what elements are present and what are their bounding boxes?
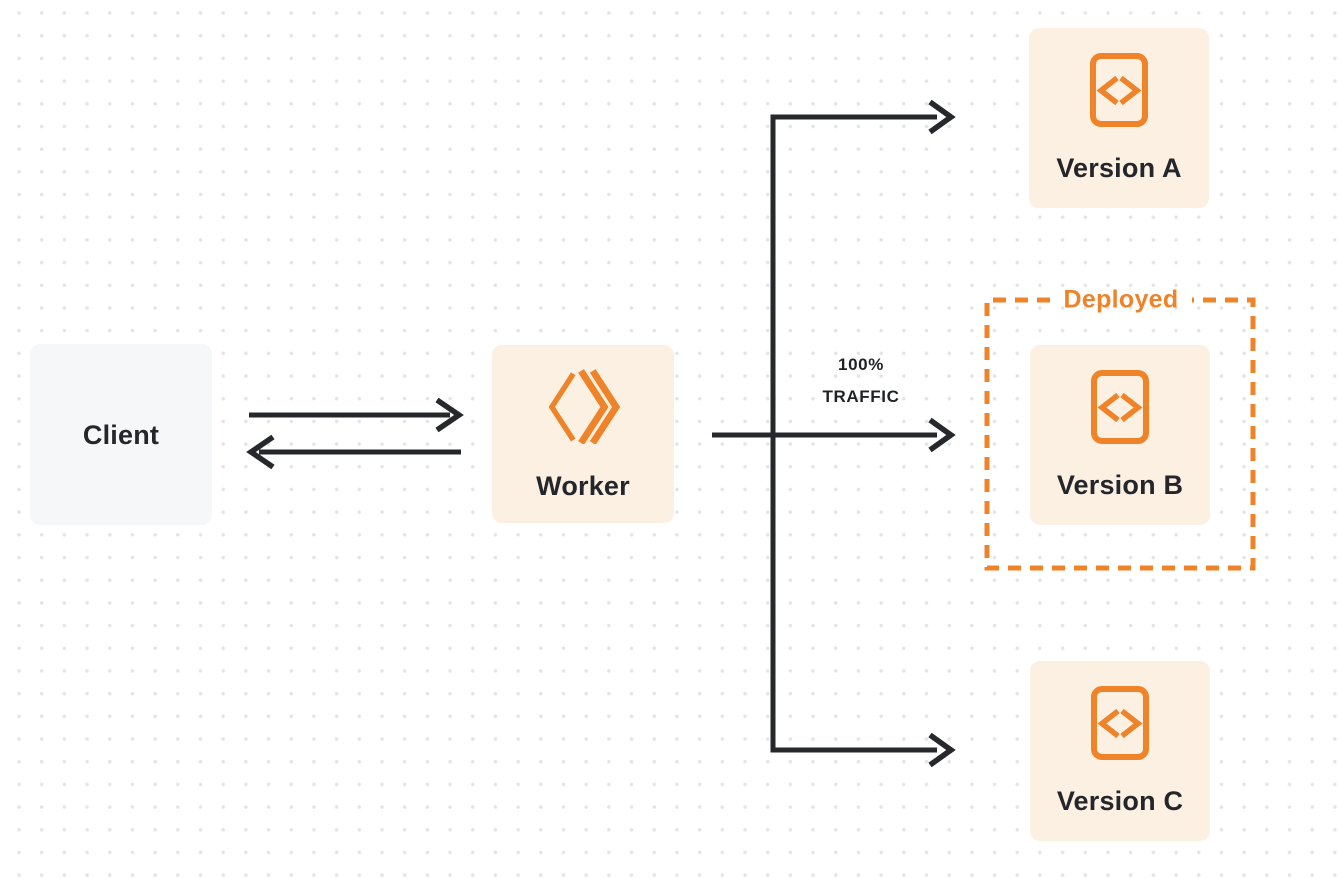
code-document-icon bbox=[1091, 370, 1149, 444]
client-node: Client bbox=[30, 344, 212, 525]
version-a-node: Version A bbox=[1029, 28, 1209, 208]
deployed-label: Deployed bbox=[1063, 285, 1179, 314]
code-document-icon bbox=[1091, 686, 1149, 760]
client-node-label: Client bbox=[82, 419, 160, 450]
version-c-node: Version C bbox=[1030, 661, 1210, 841]
deployed-dashed-border bbox=[984, 297, 1256, 571]
version-c-node-label: Version C bbox=[1056, 786, 1184, 816]
traffic-label: 100% TRAFFIC bbox=[823, 349, 900, 413]
version-a-arrowhead-icon bbox=[928, 99, 956, 135]
version-c-arrowhead-icon bbox=[928, 732, 956, 768]
worker-node: Worker bbox=[492, 345, 674, 523]
workers-chevrons-icon bbox=[548, 369, 621, 444]
traffic-word-text: TRAFFIC bbox=[822, 387, 900, 406]
version-b-node: Version B bbox=[1030, 345, 1210, 525]
version-b-node-label: Version B bbox=[1056, 470, 1184, 500]
client-to-worker-arrowhead-icon bbox=[435, 397, 464, 433]
traffic-percent-text: 100% bbox=[838, 355, 884, 374]
worker-node-label: Worker bbox=[536, 471, 630, 501]
version-b-arrowhead-icon bbox=[928, 417, 956, 453]
code-document-icon bbox=[1090, 53, 1148, 127]
worker-to-client-arrowhead-icon bbox=[246, 434, 275, 470]
version-a-node-label: Version A bbox=[1056, 153, 1182, 183]
